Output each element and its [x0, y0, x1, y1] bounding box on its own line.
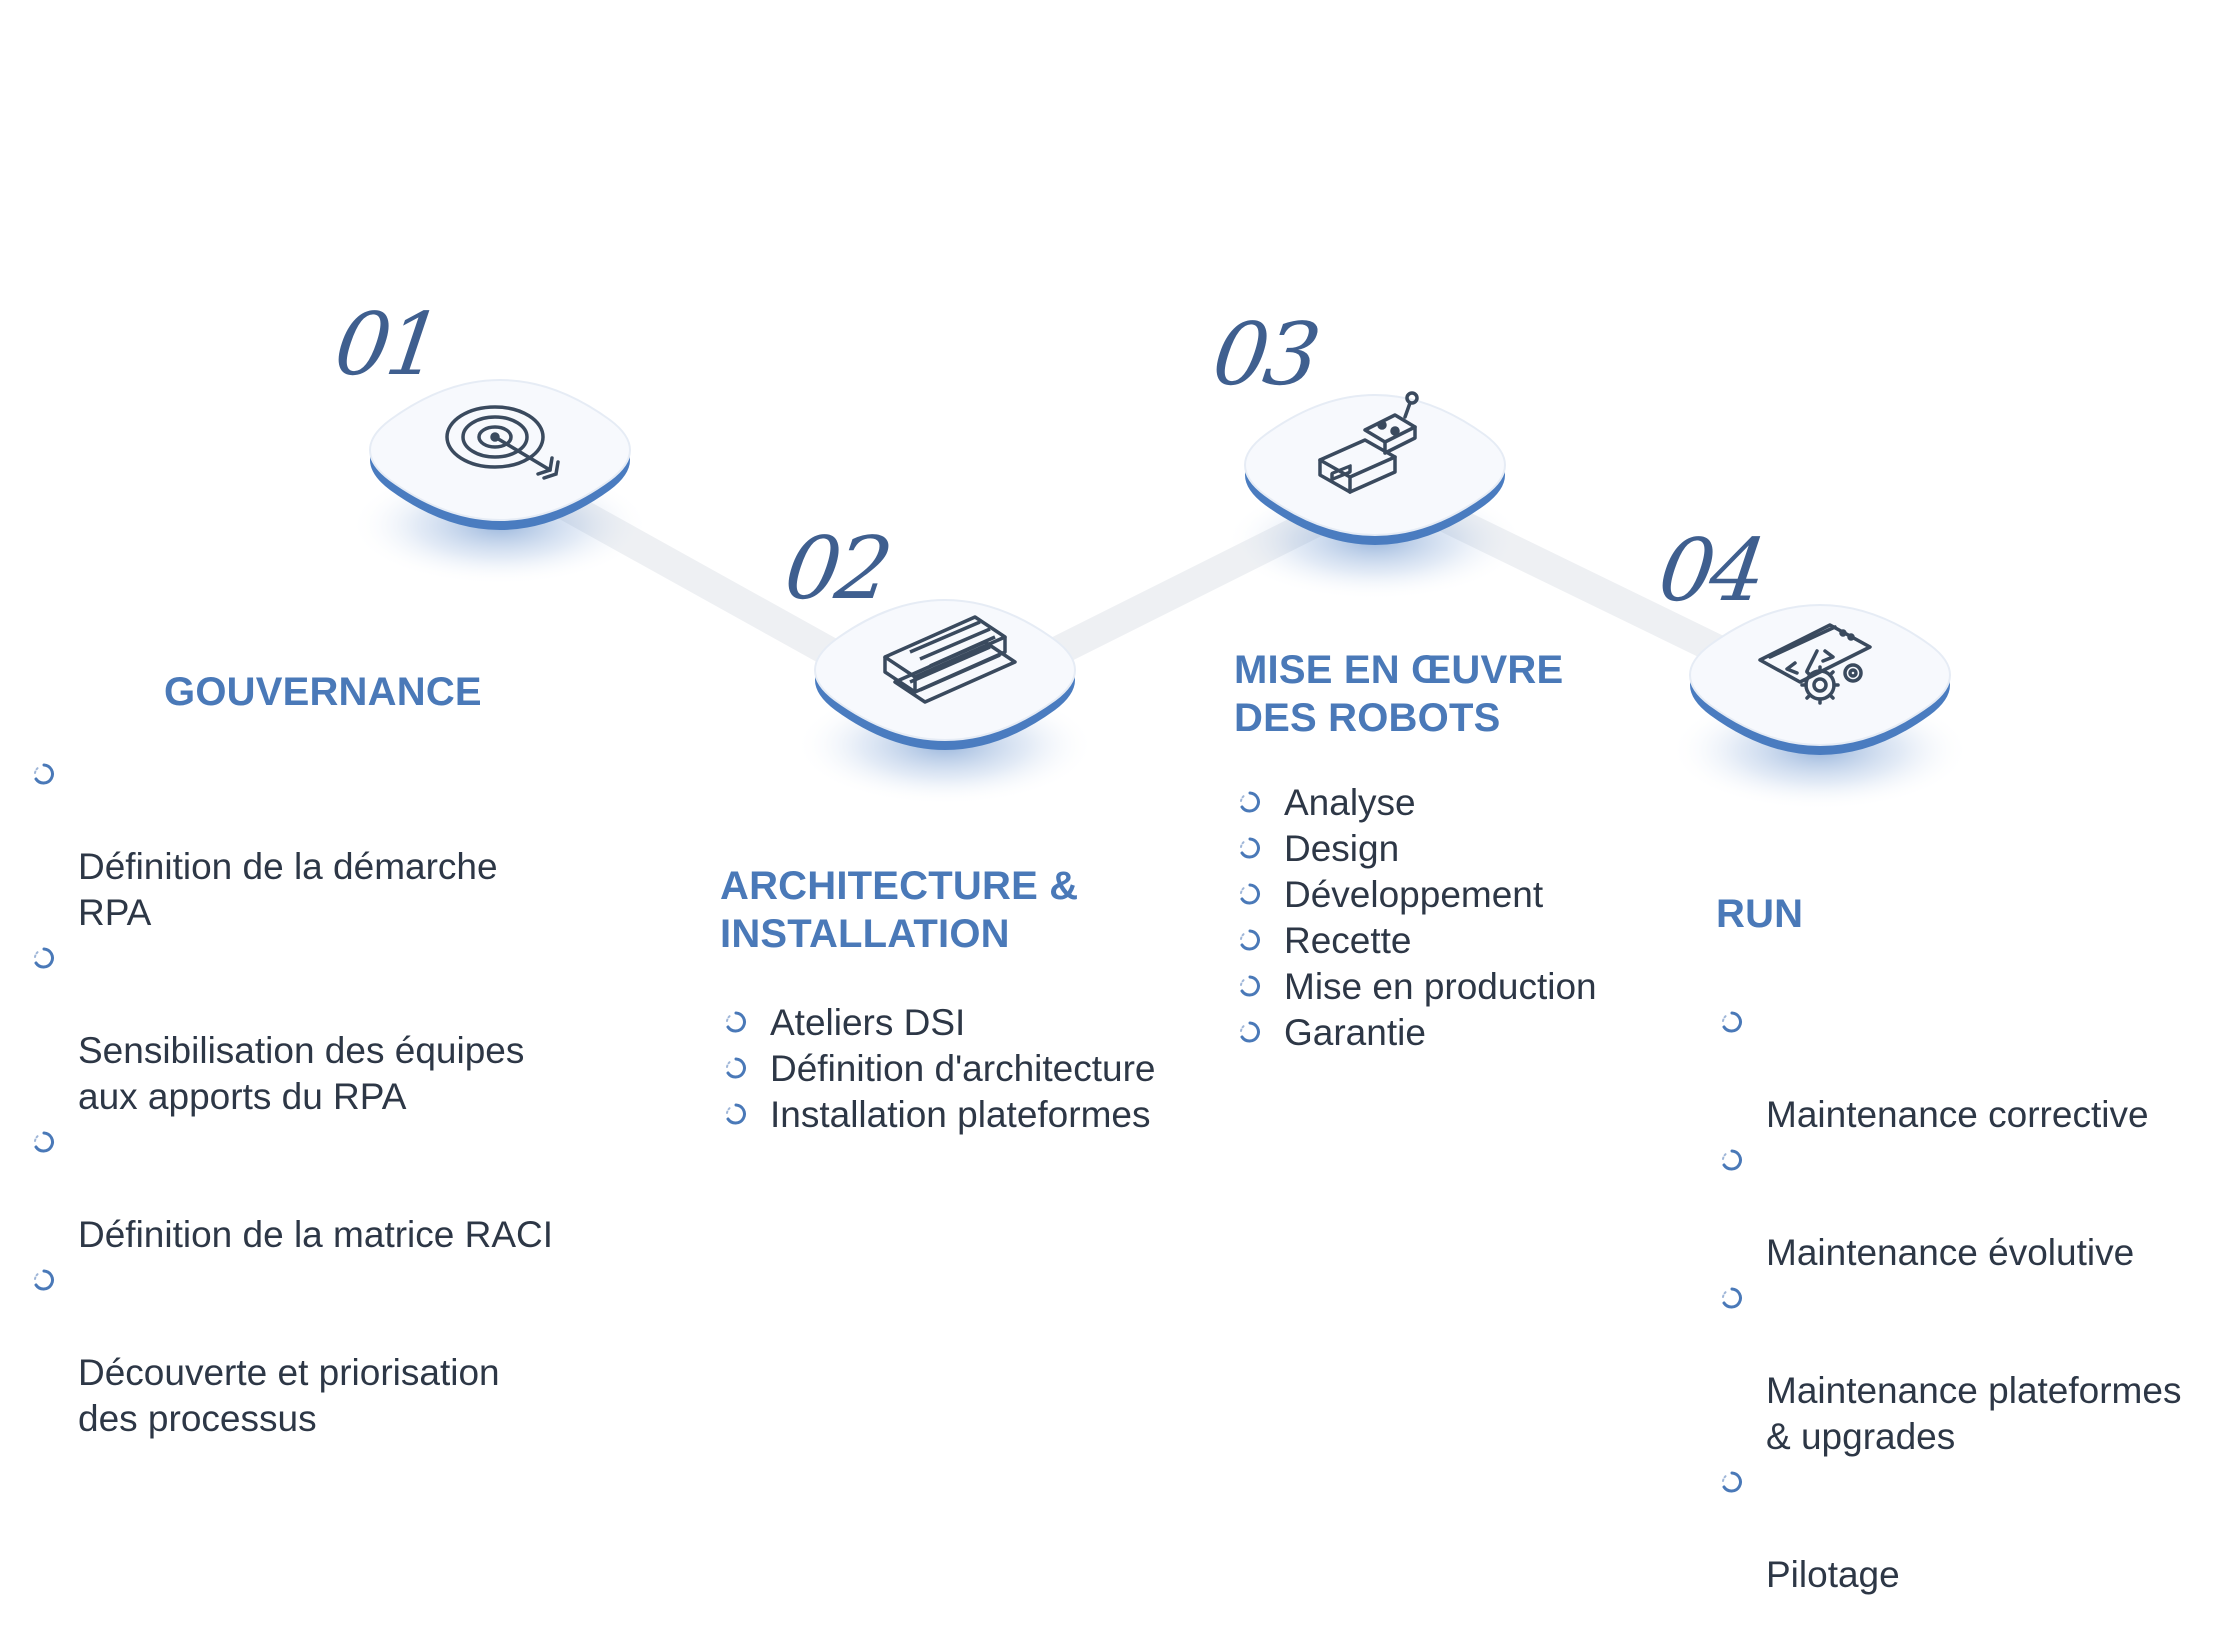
list-item: Analyse: [1234, 780, 1714, 826]
target-icon: [445, 405, 560, 480]
step-01-title: GOUVERNANCE: [164, 670, 482, 714]
list-item: Pilotage: [1716, 1460, 2226, 1598]
bullet-icon: [1722, 1149, 1742, 1171]
list-item-text: Installation plateformes: [770, 1094, 1151, 1135]
list-item: Design: [1234, 826, 1714, 872]
bullet-icon: [1240, 791, 1260, 813]
step-03-pad: [1224, 391, 1526, 601]
bullet-icon: [726, 1011, 746, 1033]
step-03-title: MISE EN ŒUVRE DES ROBOTS: [1234, 648, 1564, 740]
list-item-text: Maintenance plateformes & upgrades: [1766, 1370, 2182, 1457]
list-item: Découverte et priorisation des processus: [28, 1258, 588, 1442]
list-item-text: Découverte et priorisation des processus: [78, 1352, 500, 1439]
bullet-icon: [1722, 1471, 1742, 1493]
bullet-icon: [1240, 975, 1260, 997]
list-item-text: Ateliers DSI: [770, 1002, 966, 1043]
step-03-number: 03: [1206, 305, 1323, 405]
list-item-text: Design: [1284, 828, 1400, 869]
step-01-number: 01: [328, 295, 445, 395]
code-settings-icon: [1758, 623, 1872, 705]
step-02-pad: [794, 599, 1096, 806]
list-item: Mise en production: [1234, 964, 1714, 1010]
list-item-text: Développement: [1284, 874, 1544, 915]
list-item-text: Pilotage: [1766, 1554, 1900, 1595]
robot-icon: [1318, 391, 1419, 494]
list-item: Développement: [1234, 872, 1714, 918]
step-04-title: RUN: [1716, 892, 1804, 936]
list-item-text: Analyse: [1284, 782, 1416, 823]
bullet-icon: [34, 947, 54, 969]
list-item: Maintenance évolutive: [1716, 1138, 2226, 1276]
list-item-text: Définition de la matrice RACI: [78, 1214, 554, 1255]
bullet-icon: [1240, 929, 1260, 951]
bullet-icon: [1240, 837, 1260, 859]
bullet-icon: [34, 763, 54, 785]
step-02-number: 02: [778, 519, 895, 619]
list-item: Définition de la démarche RPA: [28, 752, 588, 936]
list-item-text: Sensibilisation des équipes aux apports …: [78, 1030, 525, 1117]
step-01-pad: [349, 379, 651, 586]
bullet-icon: [1240, 883, 1260, 905]
step-02-list: Ateliers DSI Définition d'architecture I…: [720, 1000, 1240, 1138]
list-item-text: Définition de la démarche RPA: [78, 846, 498, 933]
list-item-text: Définition d'architecture: [770, 1048, 1156, 1089]
step-04-number: 04: [1652, 521, 1769, 621]
step-04-pad: [1669, 604, 1971, 811]
list-item: Sensibilisation des équipes aux apports …: [28, 936, 588, 1120]
step-03-list: Analyse Design Développement Recette Mis…: [1234, 780, 1714, 1056]
step-01-list: Définition de la démarche RPA Sensibilis…: [28, 752, 588, 1442]
list-item: Maintenance plateformes & upgrades: [1716, 1276, 2226, 1460]
bullet-icon: [1722, 1287, 1742, 1309]
list-item-text: Garantie: [1284, 1012, 1426, 1053]
bullet-icon: [34, 1269, 54, 1291]
list-item: Recette: [1234, 918, 1714, 964]
bullet-icon: [34, 1131, 54, 1153]
list-item-text: Mise en production: [1284, 966, 1597, 1007]
step-02-title: ARCHITECTURE & INSTALLATION: [720, 864, 1079, 956]
bullet-icon: [726, 1057, 746, 1079]
step-04-list: Maintenance corrective Maintenance évolu…: [1716, 1000, 2226, 1598]
list-item-text: Maintenance évolutive: [1766, 1232, 2135, 1273]
list-item: Installation plateformes: [720, 1092, 1240, 1138]
server-rack-icon: [883, 615, 1017, 704]
list-item: Définition de la matrice RACI: [28, 1120, 588, 1258]
list-item: Maintenance corrective: [1716, 1000, 2226, 1138]
bullet-icon: [1722, 1011, 1742, 1033]
list-item: Garantie: [1234, 1010, 1714, 1056]
list-item: Ateliers DSI: [720, 1000, 1240, 1046]
list-item-text: Maintenance corrective: [1766, 1094, 2149, 1135]
bullet-icon: [726, 1103, 746, 1125]
bullet-icon: [1240, 1021, 1260, 1043]
list-item: Définition d'architecture: [720, 1046, 1240, 1092]
list-item-text: Recette: [1284, 920, 1412, 961]
